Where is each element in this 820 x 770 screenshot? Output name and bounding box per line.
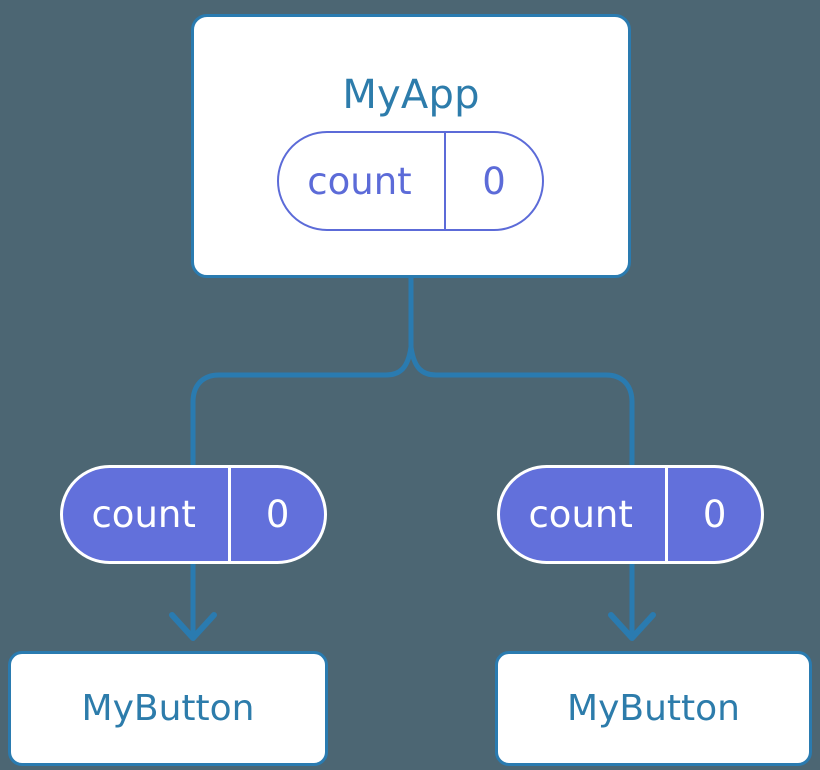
prop-capsule-right-value: 0 xyxy=(702,493,727,536)
prop-capsule-left-key: count xyxy=(63,468,232,561)
component-label-mybutton-left: MyButton xyxy=(81,687,255,729)
arrow-head-left xyxy=(169,612,217,641)
component-label-myapp: MyApp xyxy=(342,72,480,118)
state-capsule-value: 0 xyxy=(482,159,506,203)
component-node-mybutton-left[interactable]: MyButton xyxy=(8,651,328,766)
prop-capsule-left-value: 0 xyxy=(265,493,290,536)
state-capsule-count[interactable]: count 0 xyxy=(277,131,544,231)
prop-capsule-left[interactable]: count 0 xyxy=(60,465,327,564)
branch-line-right xyxy=(408,344,635,471)
component-node-mybutton-right[interactable]: MyButton xyxy=(495,651,812,766)
prop-capsule-right-key: count xyxy=(500,468,669,561)
arrow-head-right xyxy=(608,612,656,641)
component-label-mybutton-right: MyButton xyxy=(567,687,740,729)
state-capsule-key: count xyxy=(279,133,446,229)
prop-capsule-right[interactable]: count 0 xyxy=(497,465,764,564)
branch-line-left xyxy=(190,344,414,471)
